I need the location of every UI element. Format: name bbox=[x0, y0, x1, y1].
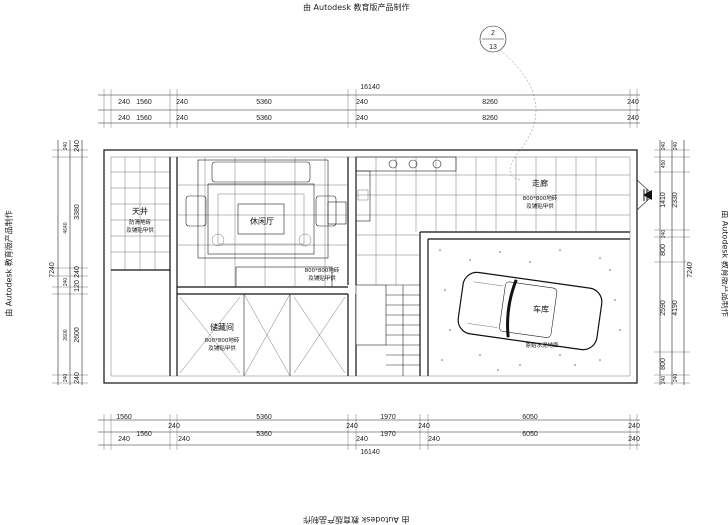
garage-name: 车库 bbox=[533, 304, 549, 314]
dims-top: 16140 240 1560 240 5360 240 8260 240 240… bbox=[98, 84, 640, 128]
dim-top-r2-4: 240 bbox=[356, 115, 368, 122]
storage-note2: 及铺贴甲供 bbox=[208, 344, 236, 352]
index-marker-top: 2 bbox=[491, 30, 495, 37]
dim-left-inner-4: 2600 bbox=[74, 327, 81, 343]
dim-right-inner-5: 800 bbox=[660, 244, 667, 256]
car-icon bbox=[457, 271, 603, 351]
kitchen-counter bbox=[355, 156, 457, 222]
dim-bottom-r1-4: 1970 bbox=[380, 414, 396, 421]
dim-top-r2-5: 8260 bbox=[482, 115, 498, 122]
room-labels: 天井 防滑地砖 及铺贴甲供 休闲厅 800*800地砖 及铺贴甲供 走廊 800… bbox=[126, 178, 559, 352]
dims-left: 7240 240 3380 240 120 2600 240 240 4640 … bbox=[49, 140, 88, 385]
dim-right-inner-1: 450 bbox=[661, 160, 667, 169]
watermark-top: 由 Autodesk 教育版产品制作 bbox=[303, 3, 410, 12]
dim-left-inner-1: 3380 bbox=[74, 204, 81, 220]
dim-top-r1-5: 8260 bbox=[482, 99, 498, 106]
dim-right-overall: 7240 bbox=[687, 262, 694, 278]
dim-top-r1-6: 240 bbox=[627, 99, 639, 106]
dim-bottom-r1-1: 240 bbox=[168, 423, 180, 430]
dim-bottom-r2-2: 240 bbox=[178, 436, 190, 443]
dim-bottom-r2-8: 240 bbox=[628, 436, 640, 443]
dim-bottom-r2-7: 6050 bbox=[522, 431, 538, 438]
dim-bottom-r1-0: 1560 bbox=[116, 414, 132, 421]
lounge-tiles bbox=[177, 157, 348, 287]
garage-floor-pattern bbox=[439, 249, 621, 371]
dim-left-inner-3: 120 bbox=[74, 280, 81, 292]
dims-bottom: 1560 240 5360 240 1970 240 6050 240 240 … bbox=[98, 414, 640, 456]
lounge-name: 休闲厅 bbox=[250, 216, 274, 226]
storage-cabinets bbox=[179, 266, 346, 377]
index-marker: 2 13 bbox=[479, 25, 537, 181]
dim-top-r2-6: 240 bbox=[627, 115, 639, 122]
storage-note1: 800*800地砖 bbox=[205, 336, 240, 344]
dim-right-outer-1: 4190 bbox=[672, 300, 679, 316]
dim-bottom-r2-4: 240 bbox=[356, 436, 368, 443]
dim-left-overall: 7240 bbox=[49, 262, 56, 278]
dim-left-inner-0: 240 bbox=[74, 140, 81, 152]
corridor-note1: 800*800地砖 bbox=[523, 194, 558, 202]
dim-bottom-overall: 16140 bbox=[360, 449, 380, 456]
dim-bottom-r1-6: 6050 bbox=[522, 414, 538, 421]
storage-name: 储藏间 bbox=[210, 322, 234, 332]
walls bbox=[103, 149, 638, 384]
dim-top-r1-0: 240 bbox=[118, 99, 130, 106]
dim-top-overall: 16140 bbox=[360, 84, 380, 91]
dim-bottom-r1-3: 240 bbox=[346, 423, 358, 430]
dim-right-inner-2: 2330 bbox=[672, 192, 679, 208]
dim-bottom-r2-6: 240 bbox=[428, 436, 440, 443]
dim-right-inner-0: 240 bbox=[661, 142, 667, 151]
dim-left-outer-4: 240 bbox=[63, 374, 69, 383]
dim-top-r2-2: 240 bbox=[176, 115, 188, 122]
skywell-note1: 防滑地砖 bbox=[129, 218, 152, 226]
dim-right-inner-4: 240 bbox=[661, 230, 667, 239]
dim-top-r2-1: 1560 bbox=[136, 115, 152, 122]
dim-right-inner-3: 1410 bbox=[660, 192, 667, 208]
dim-left-inner-5: 240 bbox=[74, 372, 81, 384]
dim-top-r1-4: 240 bbox=[356, 99, 368, 106]
dims-right: 240 450 2330 1410 240 800 2590 800 240 2… bbox=[654, 140, 694, 385]
entrance-arrow-icon bbox=[636, 179, 652, 211]
skywell-name: 天井 bbox=[132, 206, 148, 216]
dim-bottom-r2-1: 1560 bbox=[136, 431, 152, 438]
dim-bottom-r2-3: 5360 bbox=[256, 431, 272, 438]
dim-top-r1-3: 5360 bbox=[256, 99, 272, 106]
lounge-note2: 及铺贴甲供 bbox=[308, 274, 336, 282]
dim-right-inner-8: 240 bbox=[661, 376, 667, 385]
staircase bbox=[355, 284, 420, 376]
dim-bottom-r1-5: 240 bbox=[418, 423, 430, 430]
dim-top-r1-2: 240 bbox=[176, 99, 188, 106]
lounge-furniture bbox=[185, 159, 347, 259]
dim-right-outer-0: 240 bbox=[673, 142, 679, 151]
skywell-tiles bbox=[111, 157, 170, 270]
index-marker-bottom: 13 bbox=[489, 44, 497, 51]
dim-left-inner-2: 240 bbox=[74, 266, 81, 278]
dim-top-r1-1: 1560 bbox=[136, 99, 152, 106]
dim-bottom-r1-7: 240 bbox=[628, 423, 640, 430]
dim-left-outer-3: 2600 bbox=[63, 329, 69, 340]
corridor-name: 走廊 bbox=[532, 178, 548, 188]
dim-top-r2-3: 5360 bbox=[256, 115, 272, 122]
corridor-note2: 及铺贴甲供 bbox=[526, 202, 554, 210]
corridor-tiles bbox=[356, 157, 630, 285]
dim-bottom-r2-0: 240 bbox=[118, 436, 130, 443]
dim-left-outer-0: 240 bbox=[63, 142, 69, 151]
lounge-note1: 800*800地砖 bbox=[305, 266, 340, 274]
dim-left-outer-1: 4640 bbox=[63, 222, 69, 233]
dim-bottom-r1-2: 5360 bbox=[256, 414, 272, 421]
dim-right-inner-6: 2590 bbox=[660, 300, 667, 316]
dim-bottom-r2-5: 1970 bbox=[380, 431, 396, 438]
skywell-note2: 及铺贴甲供 bbox=[126, 226, 154, 234]
garage-note1: 原始水泥地面 bbox=[525, 341, 559, 349]
dim-right-inner-7: 800 bbox=[660, 358, 667, 370]
dim-right-outer-2: 240 bbox=[673, 374, 679, 383]
dim-top-r2-0: 240 bbox=[118, 115, 130, 122]
dim-left-outer-2: 240 bbox=[63, 278, 69, 287]
